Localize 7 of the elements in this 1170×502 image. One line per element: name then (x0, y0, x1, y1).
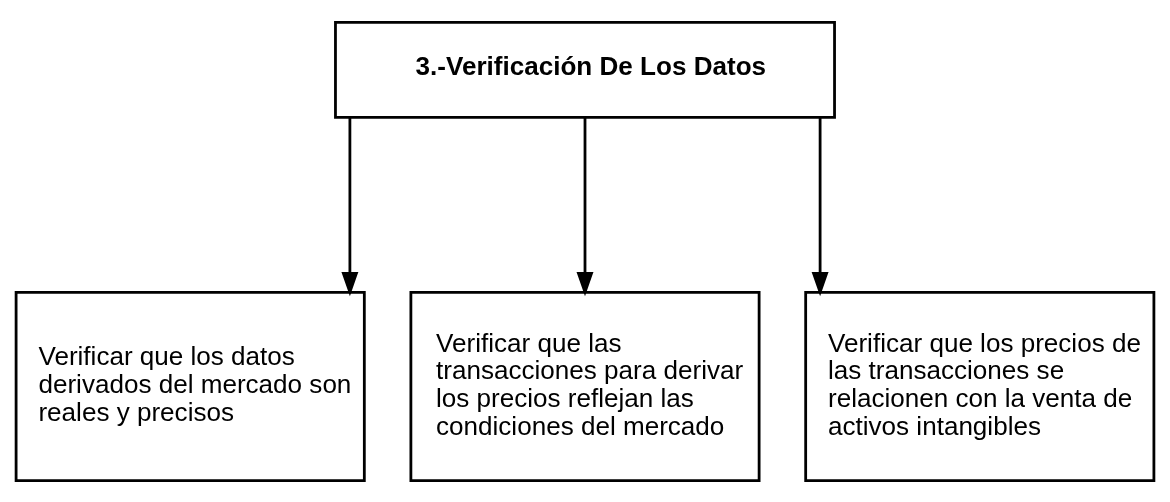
arrow (576, 117, 594, 296)
node-box: Verificar que los datos derivados del mercado son reales y precisos (14, 290, 366, 482)
node-box: 3.-Verificación De Los Datos (334, 20, 836, 119)
arrow (811, 117, 829, 296)
arrow (341, 117, 359, 296)
node-box: Verificar que las transacciones para derivar los precios reflejan las condiciones del mercado (409, 290, 761, 482)
node-box: Verificar que los precios de las transacciones se relacionen con la venta de activos intangibles (804, 290, 1156, 482)
